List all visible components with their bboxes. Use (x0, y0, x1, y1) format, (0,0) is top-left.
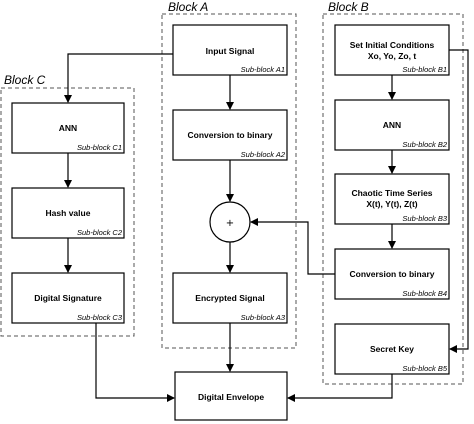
ann-b-label: ANN (383, 120, 401, 130)
conversion-b-label: Conversion to binary (349, 269, 434, 279)
input-signal-label: Input Signal (206, 46, 255, 56)
ann-c-label: ANN (59, 123, 77, 133)
input-signal-box (172, 24, 288, 76)
encrypted-signal-sub: Sub-block A3 (241, 313, 286, 322)
encrypted-signal-label: Encrypted Signal (195, 293, 264, 303)
chaotic-series-sub: Sub-block B3 (402, 214, 447, 223)
initial-conditions-sub: Sub-block B1 (402, 65, 447, 74)
arrow-input-to-ann-c (64, 53, 173, 103)
ann-c-sub: Sub-block C1 (77, 143, 122, 152)
ann-c-box (11, 102, 125, 154)
initial-conditions-vars: Xo, Yo, Zo, t (368, 51, 416, 61)
ann-b-box (334, 99, 450, 151)
conversion-b-sub: Sub-block B4 (402, 289, 447, 298)
secret-key-sub: Sub-block B5 (402, 364, 447, 373)
encrypted-signal-box (172, 272, 288, 324)
secret-key-label: Secret Key (370, 344, 414, 354)
arrow-signature-to-envelope (95, 323, 175, 402)
block-a-title: Block A (168, 0, 208, 14)
arrow-conversion-b-to-adder (250, 218, 335, 275)
initial-conditions-label: Set Initial Conditions (350, 40, 435, 50)
block-b-title: Block B (328, 0, 369, 14)
digital-envelope-box (174, 371, 288, 421)
digital-signature-box (11, 272, 125, 324)
arrow-initial-to-secret-key (449, 49, 469, 353)
block-c-title: Block C (4, 73, 46, 87)
hash-value-box (11, 187, 125, 239)
conversion-a-sub: Sub-block A2 (241, 150, 286, 159)
adder-symbol: + (226, 218, 234, 229)
input-signal-sub: Sub-block A1 (241, 65, 285, 74)
digital-signature-sub: Sub-block C3 (77, 313, 123, 322)
block-b-group (322, 13, 464, 385)
chaotic-series-label: Chaotic Time Series (351, 188, 432, 198)
arrow-secret-key-to-envelope (287, 374, 393, 402)
hash-value-label: Hash value (46, 208, 91, 218)
chaotic-series-box (334, 173, 450, 225)
conversion-a-label: Conversion to binary (187, 130, 272, 140)
block-a-group (161, 13, 297, 349)
hash-value-sub: Sub-block C2 (77, 228, 123, 237)
secret-key-box (334, 323, 450, 375)
ann-b-sub: Sub-block B2 (402, 140, 447, 149)
digital-envelope-label: Digital Envelope (198, 392, 264, 402)
chaotic-series-vars: X(t), Y(t), Z(t) (366, 199, 417, 209)
digital-signature-label: Digital Signature (34, 293, 102, 303)
